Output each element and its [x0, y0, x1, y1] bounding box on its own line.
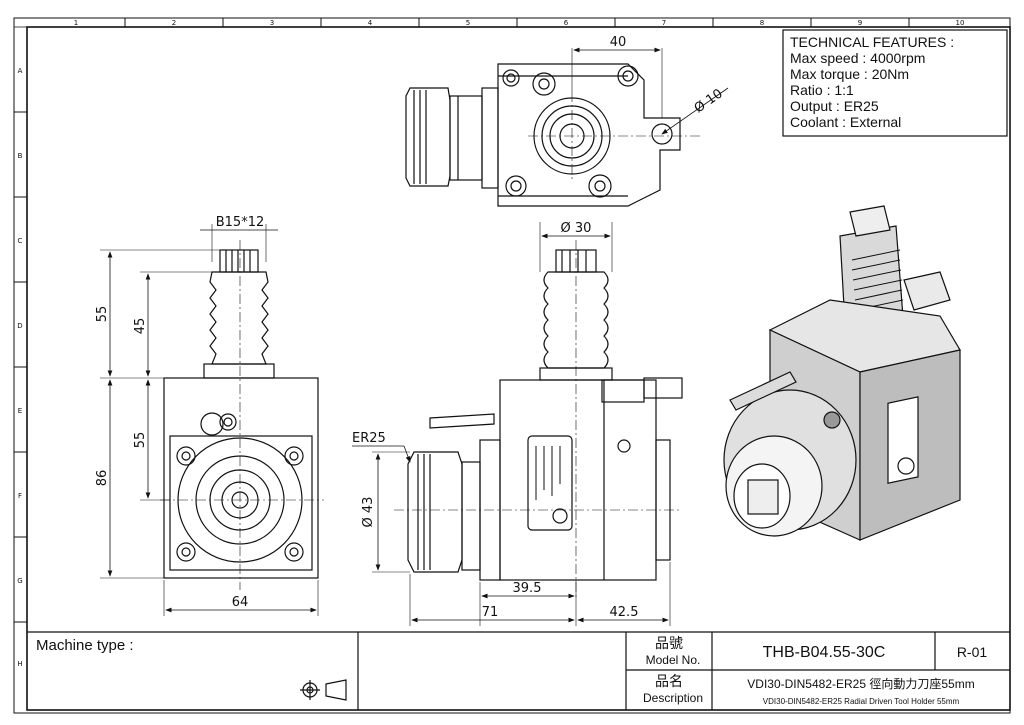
row-label: H [17, 660, 22, 668]
description-line-1: VDI30-DIN5482-ER25 徑向動力刀座55mm [747, 676, 974, 691]
dim-40: 40 [610, 35, 627, 50]
column-label: 7 [662, 19, 666, 27]
dim-42-5: 42.5 [610, 605, 639, 620]
row-label: E [18, 407, 22, 415]
row-label: G [17, 577, 22, 585]
dim-er25: ER25 [352, 431, 386, 446]
feature-line: Max torque : 20Nm [790, 66, 909, 82]
side-view [394, 240, 683, 600]
column-label: 9 [858, 19, 862, 27]
row-zone-ruler: A B C D E F G H [14, 67, 27, 668]
feature-line: Output : ER25 [790, 98, 879, 114]
machine-type-label: Machine type : [36, 637, 134, 654]
technical-features-box: TECHNICAL FEATURES : Max speed : 4000rpm… [782, 29, 1008, 137]
model-no-en-label: Model No. [646, 653, 701, 667]
dim-55-mid: 55 [133, 432, 148, 449]
features-title: TECHNICAL FEATURES : [790, 34, 954, 50]
row-label: D [17, 322, 22, 330]
isometric-view [723, 205, 961, 541]
row-label: F [18, 492, 22, 500]
dim-64: 64 [232, 595, 249, 610]
projection-symbol [300, 679, 347, 701]
column-label: 8 [760, 19, 764, 27]
model-number-value: THB-B04.55-30C [763, 644, 886, 661]
front-view [160, 240, 324, 590]
description-cn-label: 品名 [655, 673, 683, 689]
column-label: 1 [74, 19, 78, 27]
dim-86: 86 [95, 470, 110, 487]
row-label: B [18, 152, 23, 160]
feature-line: Coolant : External [790, 114, 901, 130]
row-label: C [18, 237, 23, 245]
column-label: 10 [956, 19, 965, 27]
column-label: 3 [270, 19, 274, 27]
row-label: A [18, 67, 23, 75]
model-no-cn-label: 品號 [655, 635, 683, 651]
side-view-dimensions: Ø 30 ER25 Ø 43 39.5 71 42.5 [352, 221, 671, 626]
column-label: 2 [172, 19, 176, 27]
column-label: 6 [564, 19, 569, 27]
dim-spline: B15*12 [216, 215, 265, 230]
dim-phi10: Ø 10 [692, 86, 726, 116]
column-zone-ruler: 1 2 3 4 5 6 7 8 9 10 [74, 18, 965, 27]
title-block [27, 631, 1010, 710]
top-view [405, 63, 700, 207]
column-label: 5 [466, 19, 470, 27]
dim-45: 45 [133, 318, 148, 335]
dim-phi43: Ø 43 [361, 497, 376, 528]
nameplate-marks [535, 446, 561, 500]
dim-phi30: Ø 30 [561, 221, 592, 236]
column-label: 4 [368, 19, 373, 27]
dim-71: 71 [482, 605, 499, 620]
front-view-dimensions: B15*12 55 45 55 86 64 [95, 215, 319, 616]
description-line-2: VDI30-DIN5482-ER25 Radial Driven Tool Ho… [763, 697, 960, 706]
feature-line: Ratio : 1:1 [790, 82, 854, 98]
revision-value: R-01 [957, 644, 988, 660]
dim-55-top: 55 [95, 306, 110, 323]
description-en-label: Description [643, 691, 703, 705]
top-view-dimensions: 40 Ø 10 [571, 35, 729, 135]
dim-39-5: 39.5 [513, 581, 542, 596]
feature-line: Max speed : 4000rpm [790, 50, 925, 66]
